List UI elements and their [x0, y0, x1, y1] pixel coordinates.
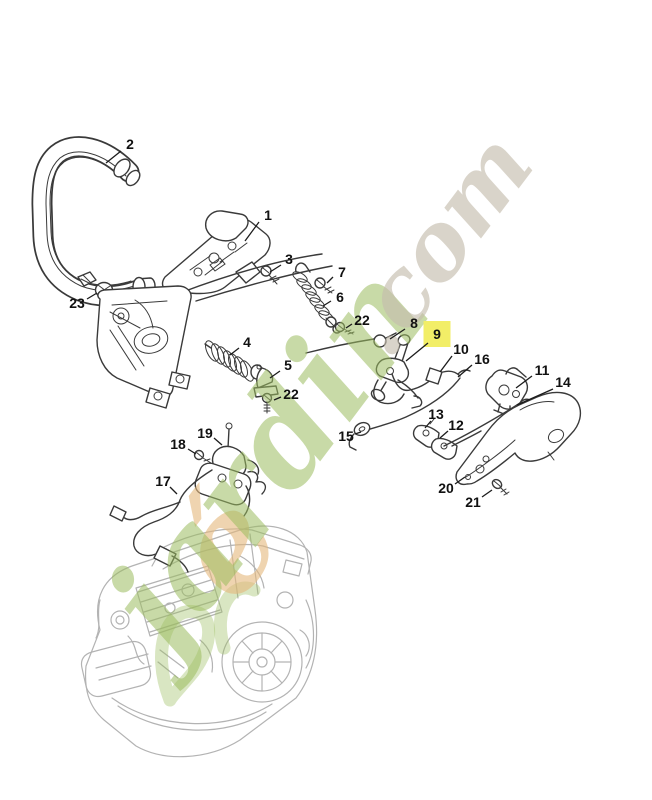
callout-15: 15 — [338, 428, 362, 444]
part-3-screw-drawing — [260, 265, 280, 285]
part-number-22: 22 — [354, 312, 370, 328]
leader-line-4 — [229, 347, 240, 356]
part-number-1: 1 — [264, 207, 272, 223]
watermark-swoosh — [213, 581, 261, 655]
callout-3: 3 — [269, 251, 293, 273]
leader-line-3 — [269, 264, 282, 273]
callout-12: 12 — [439, 417, 464, 439]
part-number-19: 19 — [197, 425, 213, 441]
callout-6: 6 — [322, 289, 344, 307]
callout-5: 5 — [269, 357, 292, 379]
part-11-bracket-drawing — [485, 367, 529, 415]
callout-17: 17 — [155, 473, 178, 495]
leader-line-10 — [439, 355, 453, 373]
part-number-14: 14 — [555, 374, 571, 390]
callout-13: 13 — [424, 406, 444, 429]
leader-line-22 — [273, 396, 282, 401]
part-number-22: 22 — [283, 386, 299, 402]
leader-line-8 — [389, 328, 406, 340]
part-number-18: 18 — [170, 436, 186, 452]
callout-23: 23 — [69, 292, 98, 311]
leader-line-13 — [424, 420, 432, 429]
part-number-9: 9 — [433, 326, 441, 342]
part-22-screw-lower-drawing — [261, 392, 273, 414]
watermark-swoosh — [155, 604, 216, 707]
highlight-box — [423, 321, 451, 347]
part-22-screw-upper-drawing — [334, 321, 355, 335]
callout-18: 18 — [170, 436, 197, 455]
callout-10: 10 — [439, 341, 469, 373]
leader-line-1 — [244, 221, 260, 242]
part-number-2: 2 — [126, 136, 134, 152]
part-number-11: 11 — [535, 362, 550, 378]
callout-1: 1 — [244, 207, 272, 242]
callout-8: 8 — [389, 315, 418, 340]
part-number-12: 12 — [448, 417, 464, 433]
callout-9: 9 — [405, 321, 451, 362]
part-number-7: 7 — [338, 264, 346, 280]
part-18-terminal-screw-drawing — [193, 449, 212, 464]
leader-line-11 — [515, 375, 533, 389]
part-number-5: 5 — [284, 357, 292, 373]
callout-21: 21 — [465, 489, 493, 510]
part-number-10: 10 — [453, 341, 469, 357]
part-number-4: 4 — [243, 334, 251, 350]
part-10-rod-drawing — [373, 367, 461, 405]
part-20-handle-shell-drawing — [455, 391, 582, 486]
part-number-16: 16 — [474, 351, 490, 367]
callout-22: 22 — [345, 312, 370, 329]
part-5-plug-drawing — [250, 364, 279, 398]
leader-line-16 — [457, 364, 473, 378]
part-8-rod-drawing — [305, 332, 397, 354]
leader-line-21 — [481, 489, 493, 498]
part-number-8: 8 — [410, 315, 418, 331]
leader-line-15 — [354, 431, 362, 435]
leader-line-7 — [326, 276, 334, 284]
leader-line-5 — [269, 370, 281, 379]
leader-line-23 — [86, 292, 98, 300]
part-4-spring-drawing — [204, 340, 254, 382]
part-number-20: 20 — [438, 480, 454, 496]
watermark: é jardin .com — [61, 113, 554, 707]
callout-14: 14 — [516, 374, 571, 406]
leader-line-19 — [213, 437, 223, 446]
part-number-15: 15 — [338, 428, 354, 444]
callout-16: 16 — [457, 351, 490, 378]
part-number-17: 17 — [155, 473, 171, 489]
part-15-clamp-drawing — [348, 421, 371, 451]
leader-line-12 — [439, 430, 449, 439]
callout-19: 19 — [197, 425, 223, 446]
leader-line-6 — [322, 300, 332, 307]
leader-line-20 — [454, 476, 466, 485]
part-16-rod-drawing — [363, 369, 471, 432]
part-21-screw-drawing — [491, 478, 510, 496]
leader-line-22 — [345, 323, 353, 329]
callout-4: 4 — [229, 334, 251, 356]
part-number-13: 13 — [428, 406, 444, 422]
part-number-6: 6 — [336, 289, 344, 305]
part-12-clamp-drawing — [430, 430, 482, 460]
callout-20: 20 — [438, 476, 466, 496]
part-17-wiring-harness-drawing — [109, 462, 267, 573]
callout-2: 2 — [105, 136, 134, 164]
leader-line-2 — [105, 150, 122, 164]
part-1-handle-housing-drawing — [96, 210, 333, 409]
leader-line-14 — [516, 388, 554, 406]
part-7-screw-drawing — [314, 277, 335, 294]
leader-line-9 — [405, 342, 429, 362]
engine-assembly-drawing — [80, 525, 318, 758]
part-number-3: 3 — [285, 251, 293, 267]
part-9-throttle-trigger-drawing — [370, 334, 423, 409]
part-number-21: 21 — [465, 494, 481, 510]
part-2-handle-tube-drawing — [31, 136, 156, 307]
callout-22: 22 — [273, 386, 299, 402]
part-number-23: 23 — [69, 295, 85, 311]
leader-line-17 — [169, 486, 178, 495]
callout-11: 11 — [515, 362, 550, 389]
leader-line-18 — [187, 448, 197, 455]
callout-7: 7 — [326, 264, 346, 284]
